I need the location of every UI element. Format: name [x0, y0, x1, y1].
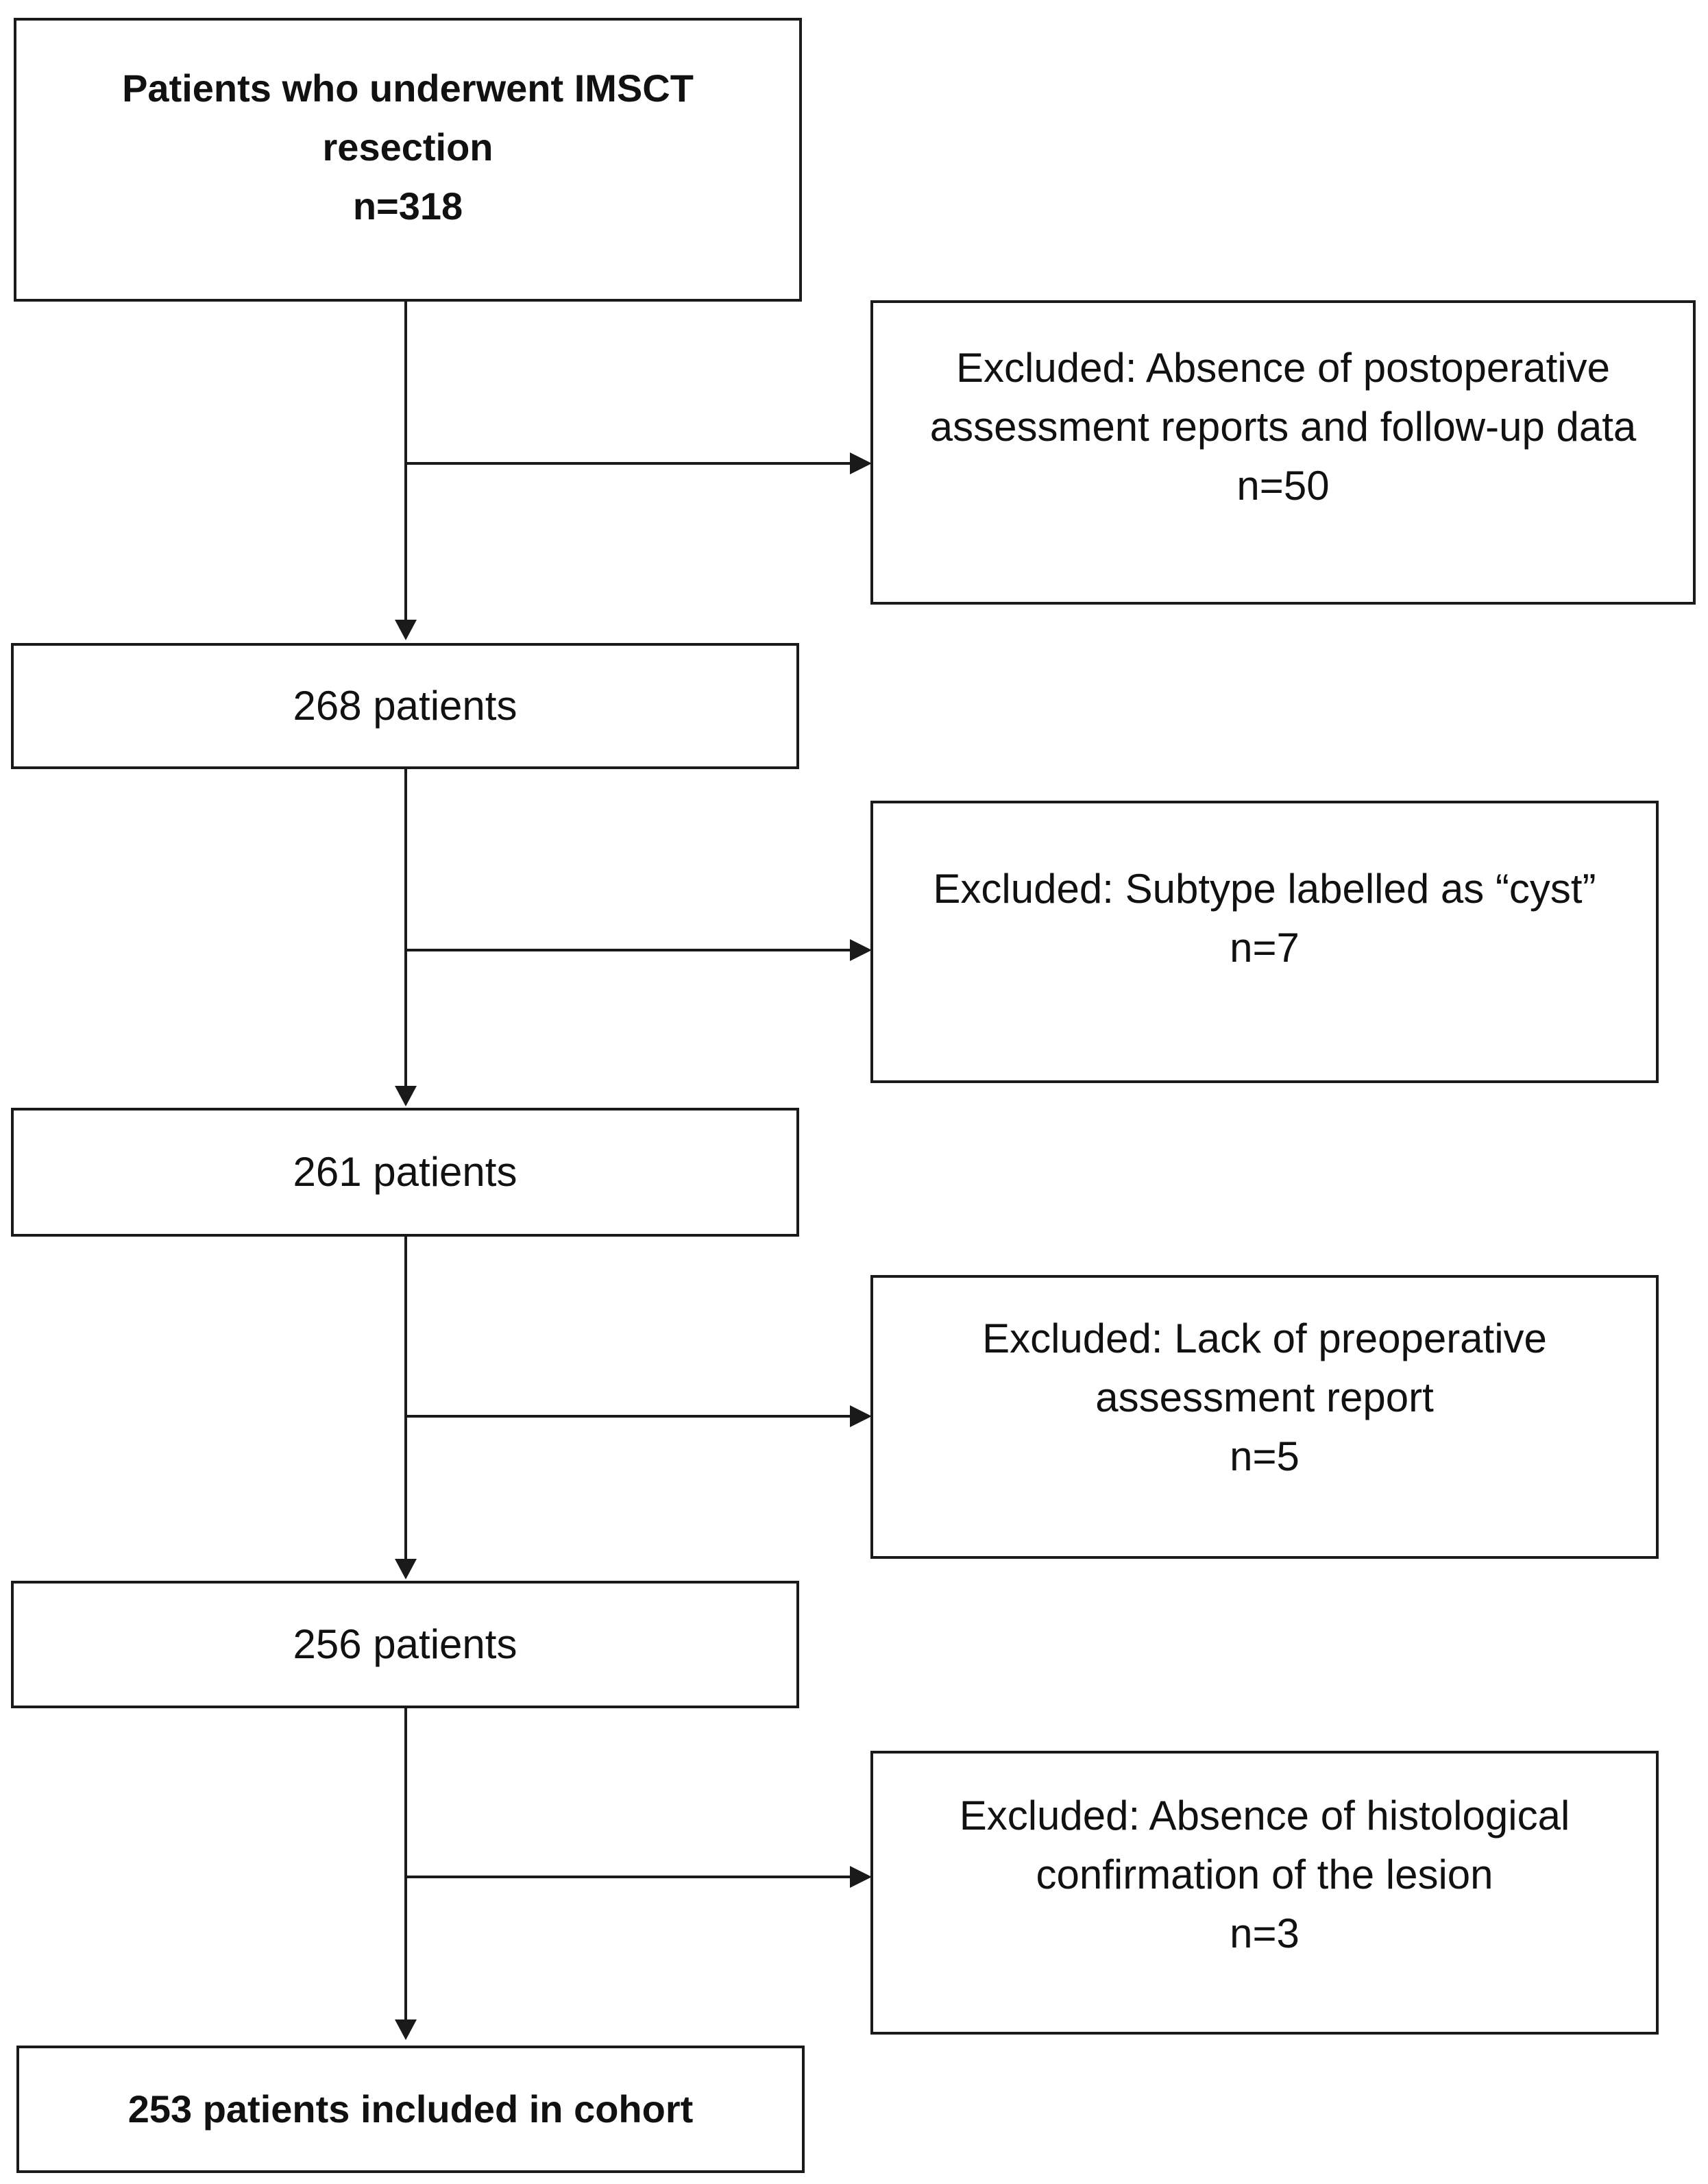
arrowhead-down-1: [395, 620, 417, 640]
exclusion-1-line-2: assessment reports and follow-up data: [929, 404, 1637, 450]
exclusion-1-count: n=50: [1236, 463, 1330, 509]
start-line-1: Patients who underwent IMSCT: [122, 66, 694, 110]
exclusion-box-3: Excluded: Lack of preoperative assessmen…: [870, 1275, 1659, 1559]
exclusion-box-1: Excluded: Absence of postoperative asses…: [870, 300, 1696, 605]
remaining-label-3: 256 patients: [293, 1621, 517, 1667]
arrowhead-right-2: [850, 939, 872, 961]
exclusion-2-line-1: Excluded: Subtype labelled as “cyst”: [933, 866, 1596, 912]
exclusion-4-count: n=3: [1230, 1910, 1300, 1956]
arrowhead-down-3: [395, 1559, 417, 1579]
remaining-box-256: 256 patients: [11, 1581, 799, 1708]
start-count: n=318: [352, 184, 463, 228]
arrowhead-down-2: [395, 1086, 417, 1106]
exclusion-box-2: Excluded: Subtype labelled as “cyst” n=7: [870, 801, 1659, 1083]
exclusion-1-line-1: Excluded: Absence of postoperative: [956, 345, 1610, 391]
exclusion-box-4: Excluded: Absence of histological confir…: [870, 1751, 1659, 2035]
final-cohort-label: 253 patients included in cohort: [127, 2087, 694, 2131]
exclusion-3-count: n=5: [1230, 1433, 1300, 1479]
arrowhead-down-4: [395, 2019, 417, 2040]
final-cohort-box: 253 patients included in cohort: [16, 2046, 805, 2173]
exclusion-3-line-2: assessment report: [1095, 1374, 1434, 1420]
exclusion-3-line-1: Excluded: Lack of preoperative: [982, 1315, 1547, 1361]
arrowhead-right-4: [850, 1866, 872, 1888]
remaining-box-261: 261 patients: [11, 1108, 799, 1237]
arrowhead-right-3: [850, 1405, 872, 1427]
start-box: Patients who underwent IMSCT resection n…: [14, 18, 802, 302]
remaining-box-268: 268 patients: [11, 643, 799, 769]
remaining-label-1: 268 patients: [293, 683, 517, 729]
exclusion-4-line-2: confirmation of the lesion: [1036, 1852, 1493, 1897]
arrowhead-right-1: [850, 452, 872, 474]
exclusion-2-count: n=7: [1230, 925, 1300, 971]
remaining-label-2: 261 patients: [293, 1149, 517, 1195]
exclusion-4-line-1: Excluded: Absence of histological: [959, 1793, 1570, 1839]
start-line-2: resection: [322, 125, 493, 169]
